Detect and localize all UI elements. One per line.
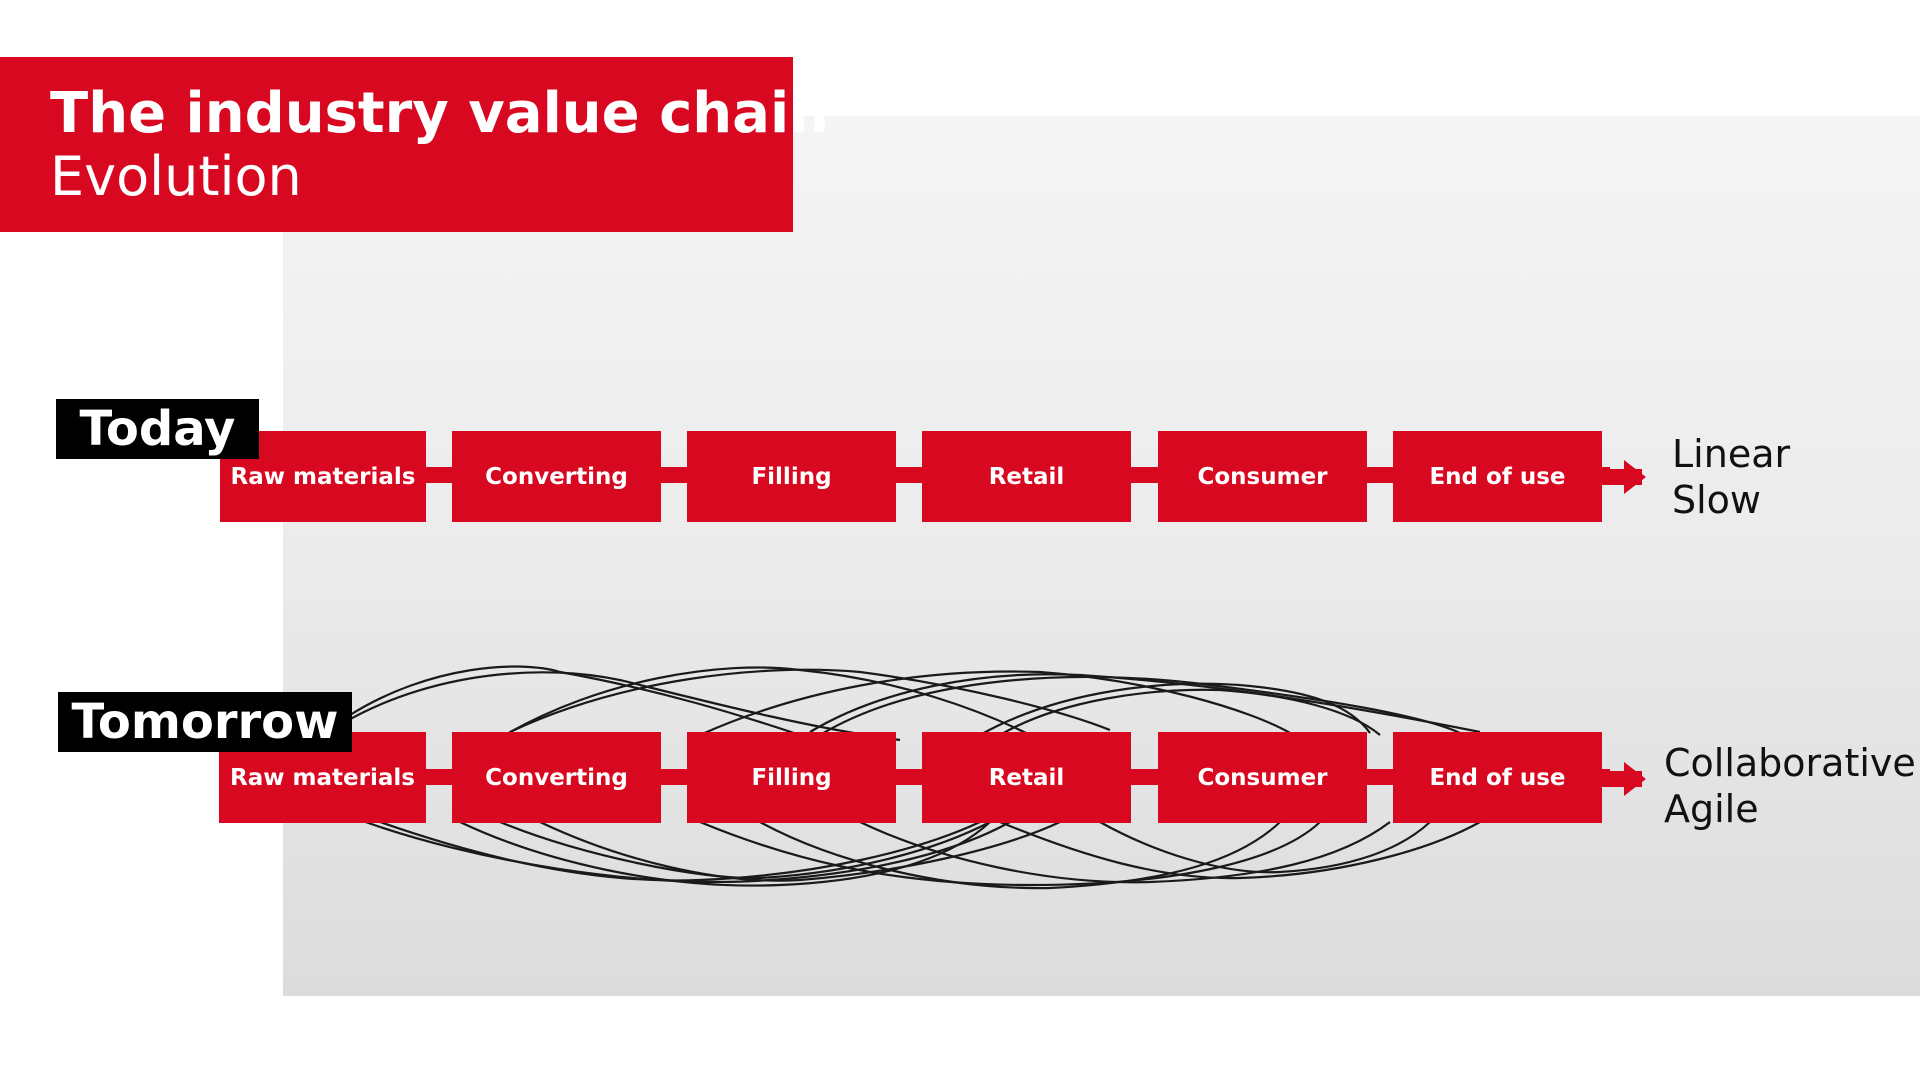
web-curve	[699, 670, 1291, 737]
web-curve	[999, 820, 1481, 880]
page-subtitle: Evolution	[50, 145, 302, 208]
today-step-converting: Converting	[452, 431, 661, 522]
tomorrow-step-retail: Retail	[922, 732, 1131, 823]
tomorrow-step-end-of-use: End of use	[1393, 732, 1602, 823]
web-curve	[344, 671, 901, 742]
tomorrow-step-converting: Converting	[452, 732, 661, 823]
web-curve	[539, 821, 1061, 882]
web-curve	[699, 820, 1321, 887]
background-panel	[283, 116, 1920, 996]
today-step-end-of-use: End of use	[1393, 431, 1602, 522]
tomorrow-descriptor-agile: Agile	[1664, 787, 1759, 831]
web-curve	[759, 821, 1281, 890]
tomorrow-tag: Tomorrow	[58, 692, 352, 752]
today-descriptor-slow: Slow	[1672, 478, 1762, 522]
tomorrow-arrow-head-icon	[1624, 762, 1646, 796]
title-banner: The industry value chain Evolution	[0, 57, 830, 232]
web-curve	[979, 682, 1371, 736]
web-curve	[459, 821, 991, 887]
web-curve	[379, 820, 981, 882]
web-curve	[999, 688, 1381, 736]
today-step-retail: Retail	[922, 431, 1131, 522]
today-descriptor-linear: Linear	[1672, 432, 1791, 476]
page-title: The industry value chain	[50, 81, 830, 146]
tomorrow-step-consumer: Consumer	[1158, 732, 1367, 823]
today-tag: Today	[56, 399, 259, 459]
web-curve	[859, 821, 1391, 884]
today-arrow-head-icon	[1624, 460, 1646, 494]
tomorrow-step-filling: Filling	[687, 732, 896, 823]
tomorrow-descriptor-collaborative: Collaborative	[1664, 741, 1916, 785]
web-curve	[1099, 821, 1431, 874]
today-step-filling: Filling	[687, 431, 896, 522]
web-curve	[499, 820, 991, 880]
web-curve	[809, 673, 1481, 734]
web-curve	[359, 818, 1011, 884]
today-step-consumer: Consumer	[1158, 431, 1367, 522]
